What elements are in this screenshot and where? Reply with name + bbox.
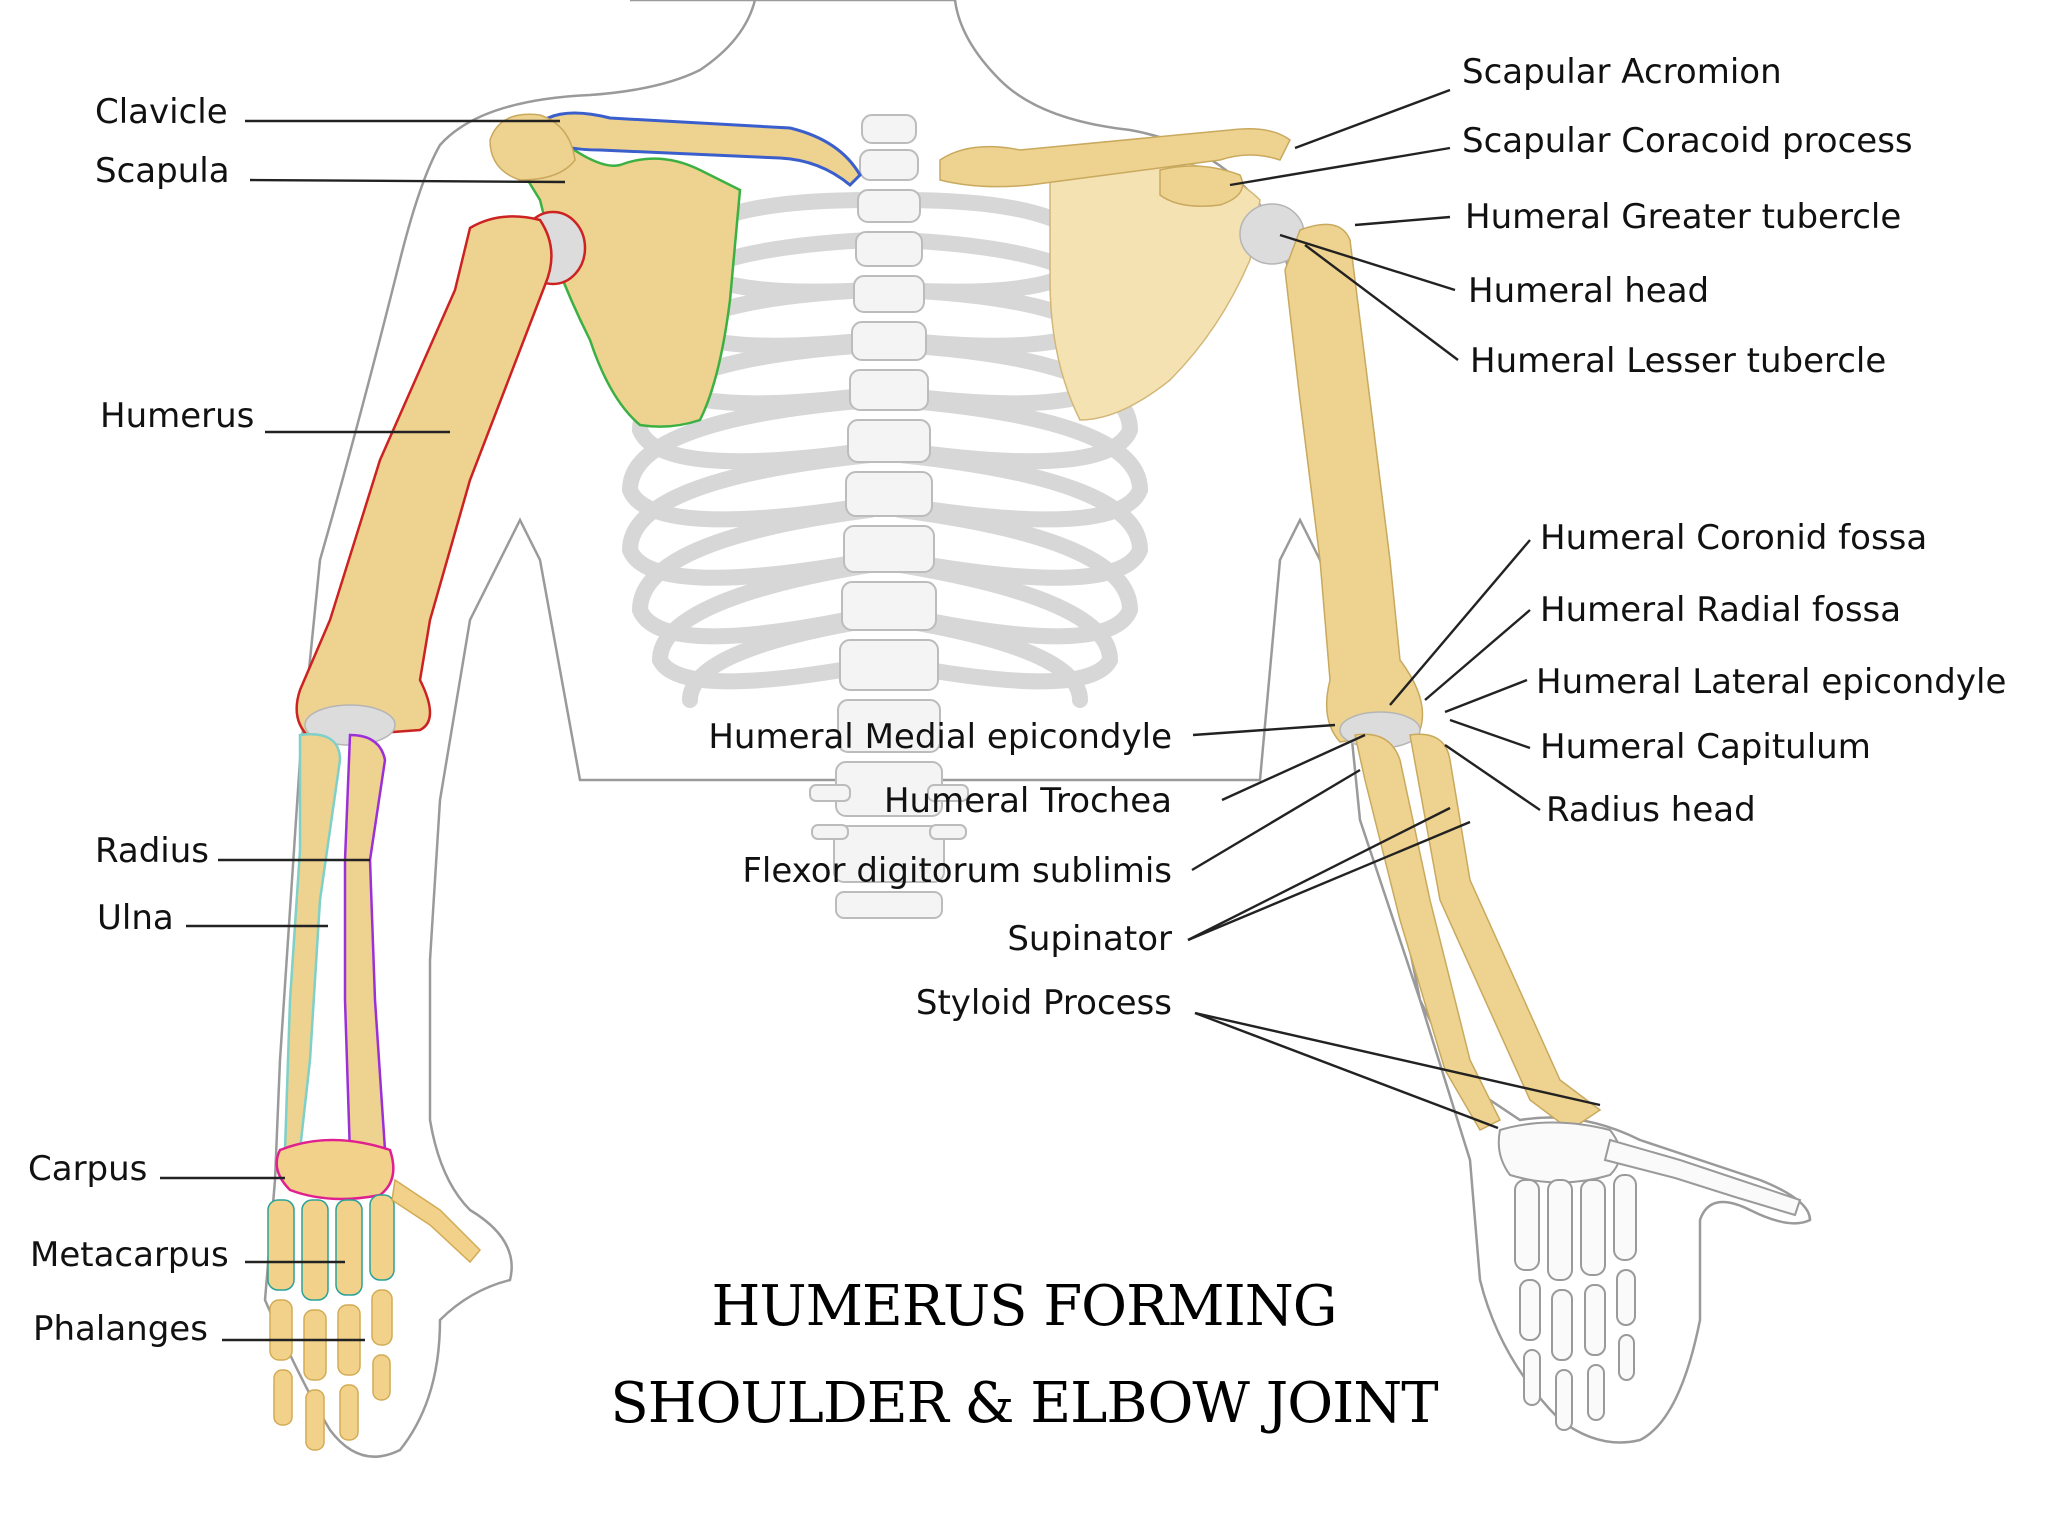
label-supinator: Supinator — [1007, 919, 1172, 959]
title-line-2: SHOULDER & ELBOW JOINT — [610, 1371, 1438, 1436]
label-radius-head: Radius head — [1546, 790, 1756, 830]
humerus-left — [295, 215, 553, 740]
label-radial-fossa: Humeral Radial fossa — [1540, 590, 1901, 630]
acromion-left — [489, 113, 576, 181]
hand-right — [1497, 1121, 1802, 1431]
label-humerus: Humerus — [100, 396, 254, 436]
clavicle-right — [939, 128, 1291, 188]
label-lesser-tubercle: Humeral Lesser tubercle — [1470, 341, 1886, 381]
label-coronid-fossa: Humeral Coronid fossa — [1540, 518, 1927, 558]
label-ulna: Ulna — [97, 898, 174, 938]
label-carpus: Carpus — [28, 1149, 147, 1189]
label-scapula: Scapula — [95, 151, 230, 191]
label-clavicle: Clavicle — [95, 92, 228, 132]
label-radius: Radius — [95, 831, 209, 871]
label-medial-epicondyle: Humeral Medial epicondyle — [708, 717, 1172, 757]
label-phalanges: Phalanges — [33, 1309, 208, 1349]
hand-left — [267, 1138, 482, 1451]
coracoid-right — [1159, 165, 1244, 207]
title-line-1: HUMERUS FORMING — [712, 1274, 1337, 1339]
label-metacarpus: Metacarpus — [30, 1235, 229, 1275]
leader-lines — [160, 88, 1601, 1342]
ulna-left — [283, 733, 342, 1152]
spine — [809, 114, 969, 919]
label-scapular-acromion: Scapular Acromion — [1462, 52, 1782, 92]
humerus-right — [1284, 223, 1424, 743]
label-flexor: Flexor digitorum sublimis — [742, 851, 1172, 891]
label-humeral-head: Humeral head — [1468, 271, 1709, 311]
label-greater-tubercle: Humeral Greater tubercle — [1465, 197, 1901, 237]
label-scapular-coracoid: Scapular Coracoid process — [1462, 121, 1913, 161]
label-styloid: Styloid Process — [916, 983, 1172, 1023]
label-lateral-epicondyle: Humeral Lateral epicondyle — [1536, 662, 2006, 702]
clavicle-left — [546, 111, 862, 188]
radius-left — [343, 733, 387, 1157]
scapula-left — [498, 122, 742, 428]
label-capitulum: Humeral Capitulum — [1540, 727, 1871, 767]
label-trochea: Humeral Trochea — [884, 781, 1172, 821]
radius-right — [1409, 733, 1602, 1131]
